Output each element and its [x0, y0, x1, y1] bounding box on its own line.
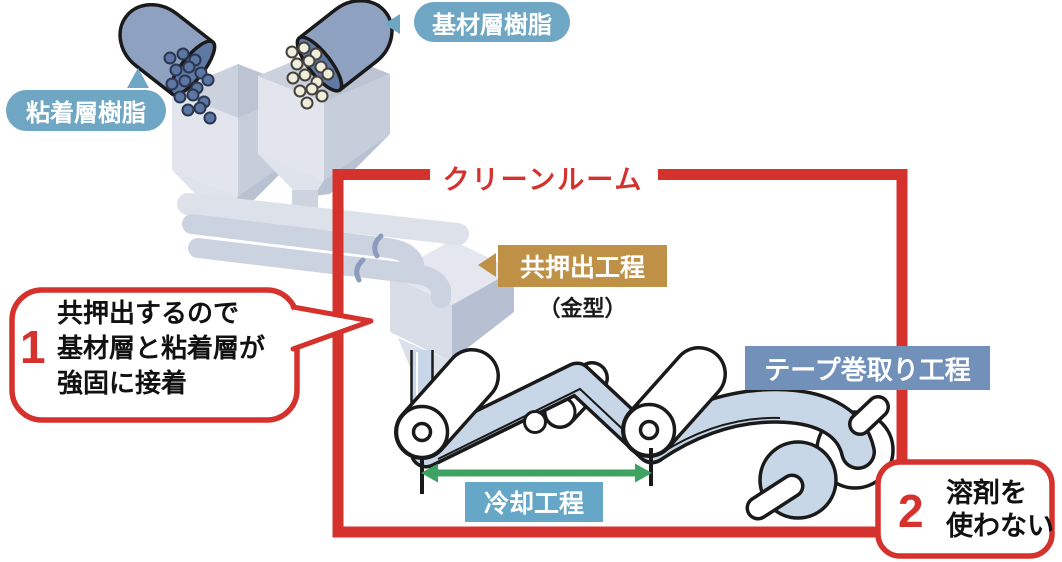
- callout-2-line-1: 溶剤を: [946, 478, 1027, 508]
- label-coextrusion-process: 共押出工程: [498, 245, 667, 287]
- winding-film-band: [634, 387, 876, 470]
- pellets-base: [285, 41, 335, 110]
- cooling-roller-1: [394, 348, 500, 460]
- callout-1-line-2: 基材層と粘着層が: [57, 333, 266, 363]
- arrow-left-icon: [478, 253, 496, 277]
- small-guide-roller: [523, 410, 547, 434]
- die-caption: （金型）: [538, 296, 627, 321]
- callout-2-number: 2: [898, 485, 924, 537]
- label-cooling-process: 冷却工程: [465, 482, 603, 522]
- label-tape-winding-process: テープ巻取り工程: [745, 346, 990, 390]
- feed-pipes: [177, 193, 469, 308]
- arrow-left-icon: [384, 14, 400, 34]
- callout-2-text: 溶剤を 使わない: [946, 477, 1054, 543]
- label-adhesive-layer-resin: 粘着層樹脂: [6, 90, 166, 131]
- callout-1-text: 共押出するので 基材層と粘着層が 強固に接着: [57, 296, 265, 401]
- cooling-roller-2: [621, 346, 727, 458]
- label-base-layer-resin: 基材層樹脂: [414, 2, 570, 42]
- callout-1-line-1: 共押出するので: [57, 298, 240, 328]
- callout-1-number: 1: [20, 321, 46, 373]
- callout-2-bubble: [875, 459, 1055, 559]
- callout-1-line-3: 強固に接着: [57, 368, 188, 398]
- cleanroom-border: [332, 169, 908, 538]
- cooling-span-arrow: [420, 448, 653, 494]
- callout-1-bubble: [9, 287, 374, 423]
- arrow-up-icon: [127, 68, 149, 88]
- callout-2-line-2: 使わない: [946, 511, 1054, 541]
- cleanroom-title: クリーンルーム: [442, 165, 644, 195]
- wound-tape-roll: [745, 395, 890, 521]
- pellets-adhesive: [163, 47, 217, 125]
